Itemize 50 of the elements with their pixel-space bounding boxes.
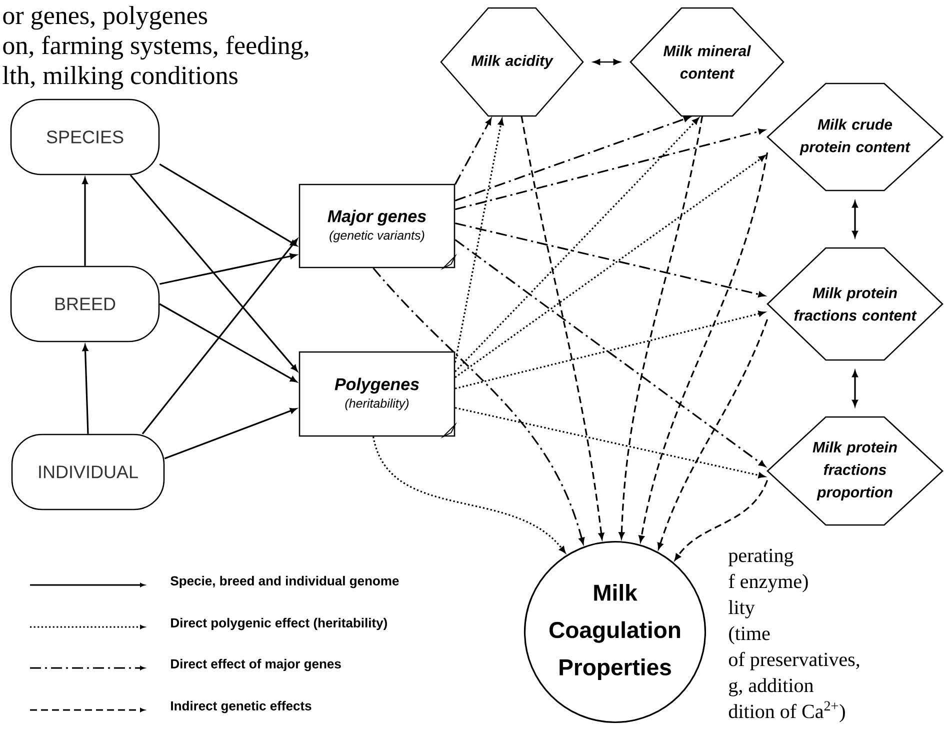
- arrow: [454, 128, 766, 210]
- hexagon-box: Milk protein fractions content: [766, 247, 944, 361]
- arrow: [593, 58, 621, 66]
- arrow: [454, 118, 492, 185]
- overlay-text: (time: [729, 626, 770, 644]
- arrow: [454, 239, 766, 467]
- overlay-text: lity: [728, 600, 755, 618]
- legend-label: Specie, breed and individual genome: [170, 576, 399, 588]
- overlay-text: g, addition: [729, 678, 814, 696]
- arrow: [82, 344, 89, 434]
- rounded-box: SPECIES: [10, 98, 160, 176]
- legend-label: Direct polygenic effect (heritability): [171, 618, 387, 630]
- arrow: [159, 303, 297, 382]
- overlay-text: on, farming systems, feeding,: [3, 36, 308, 60]
- arrow: [82, 178, 88, 266]
- arrow: [520, 116, 604, 540]
- arrow: [454, 222, 765, 298]
- arrow: [454, 310, 765, 390]
- legend-label: Indirect genetic effects: [171, 700, 312, 714]
- hexagon-box: Milk mineral content: [630, 7, 784, 117]
- arrow: [618, 116, 704, 539]
- arrow: [372, 268, 585, 544]
- arrow: [454, 407, 765, 478]
- arrow: [454, 118, 504, 363]
- arrow: [658, 319, 768, 550]
- arrow: [130, 174, 298, 372]
- arrow: [372, 436, 566, 554]
- arrow: [638, 152, 768, 542]
- legend-label: Direct effect of major genes: [171, 658, 341, 672]
- overlay-text: f enzyme): [728, 574, 808, 592]
- overlay-text: of preservatives,: [728, 652, 860, 670]
- hexagon-box: Milk protein fractions proportion: [766, 416, 944, 526]
- circle-node: Milk Coagulation Properties: [524, 540, 706, 724]
- hexagon-box: Milk crude protein content: [766, 82, 944, 192]
- hexagon-box: Milk acidity: [440, 7, 584, 117]
- arrow: [454, 116, 690, 202]
- overlay-text: dition of Ca$^{2+}$): [728, 701, 845, 722]
- arrow: [454, 118, 699, 372]
- rounded-box: BREED: [10, 266, 160, 342]
- overlay-text: perating: [728, 548, 794, 566]
- arrow: [159, 253, 297, 285]
- arrow: [454, 155, 766, 378]
- arrow: [164, 408, 297, 460]
- arrow: [674, 480, 768, 560]
- rounded-box: INDIVIDUAL: [11, 434, 165, 510]
- overlay-text: or genes, polygenes: [3, 6, 208, 30]
- arrow: [852, 370, 858, 406]
- arrow: [142, 238, 298, 434]
- arrow: [159, 163, 297, 246]
- arrow: [852, 201, 858, 238]
